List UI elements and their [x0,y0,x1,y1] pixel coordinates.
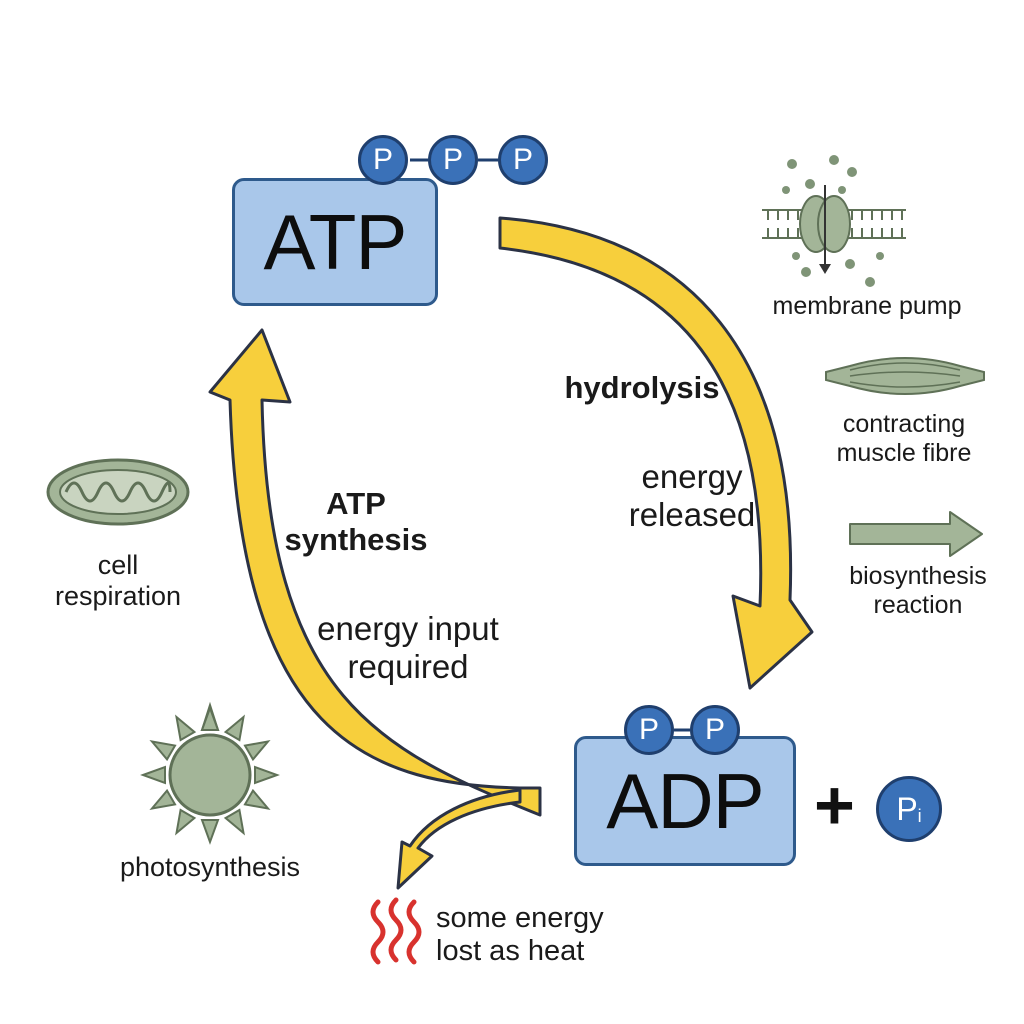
atp-box: ATP [232,178,438,306]
atp-phosphate-1: P [358,135,408,185]
heat-branch-arrow [396,788,522,890]
energy-released-caption: energy released [628,458,756,533]
mitochondrion-icon [46,458,190,526]
arrow-right-icon [849,511,983,557]
atp-synthesis-title: ATP synthesis [284,486,428,557]
heat-wave-icon [370,897,422,965]
membrane-pump-label: membrane pump [772,292,962,320]
biosynthesis-label: biosynthesis reaction [849,562,987,619]
phosphate-bonds [410,158,690,732]
adp-phosphate-1: P [624,705,674,755]
atp-label: ATP [263,197,408,286]
adp-phosphate-2: P [690,705,740,755]
energy-input-caption: energy input required [317,610,499,685]
atp-phosphate-2: P [428,135,478,185]
muscle-fibre-icon [825,357,985,395]
sun-icon [140,701,280,845]
adp-label: ADP [606,756,764,845]
cell-respiration-label: cell respiration [54,550,182,612]
adp-box: ADP [574,736,796,866]
photosynthesis-label: photosynthesis [119,852,301,882]
hydrolysis-arrow [498,216,814,690]
muscle-fibre-label: contracting muscle fibre [836,410,972,467]
synthesis-arrow [208,328,542,817]
membrane-pump-icon [762,155,906,287]
atp-phosphate-3: P [498,135,548,185]
heat-loss-label: some energy lost as heat [436,902,604,968]
plus-sign: + [814,766,855,844]
hydrolysis-title: hydrolysis [564,370,720,405]
